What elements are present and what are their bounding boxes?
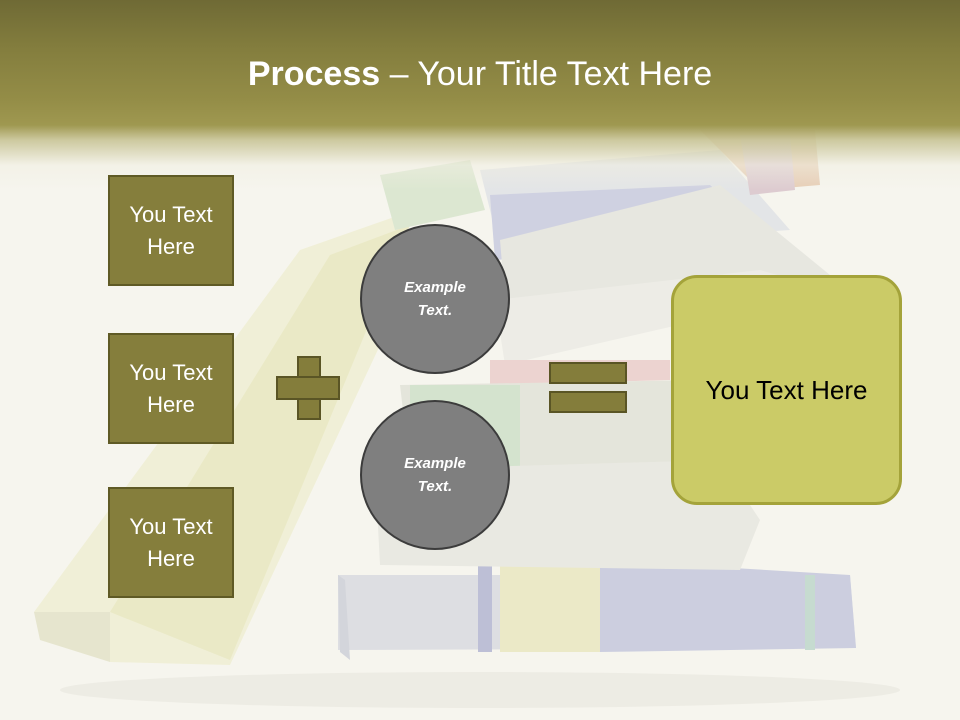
header-band	[0, 0, 960, 190]
circle-label: Example Text.	[404, 455, 466, 495]
equals-top-bar	[549, 362, 627, 384]
example-circle-2[interactable]: Example Text.	[360, 400, 510, 550]
text-box-label: You Text Here	[129, 359, 213, 417]
text-box-1[interactable]: You Text Here	[108, 175, 234, 286]
result-box[interactable]: You Text Here	[671, 275, 902, 505]
text-box-label: You Text Here	[129, 201, 213, 259]
plus-center	[299, 378, 319, 398]
title-rest: – Your Title Text Here	[380, 55, 713, 93]
example-circle-1[interactable]: Example Text.	[360, 224, 510, 374]
circle-label: Example Text.	[404, 279, 466, 319]
title-bold: Process	[247, 55, 381, 93]
text-box-3[interactable]: You Text Here	[108, 487, 234, 598]
equals-bottom-bar	[549, 391, 627, 413]
result-label: You Text Here	[705, 374, 868, 405]
text-box-2[interactable]: You Text Here	[108, 333, 234, 444]
slide-title: Process – Your Title Text Here	[0, 52, 960, 96]
text-box-label: You Text Here	[129, 513, 213, 571]
